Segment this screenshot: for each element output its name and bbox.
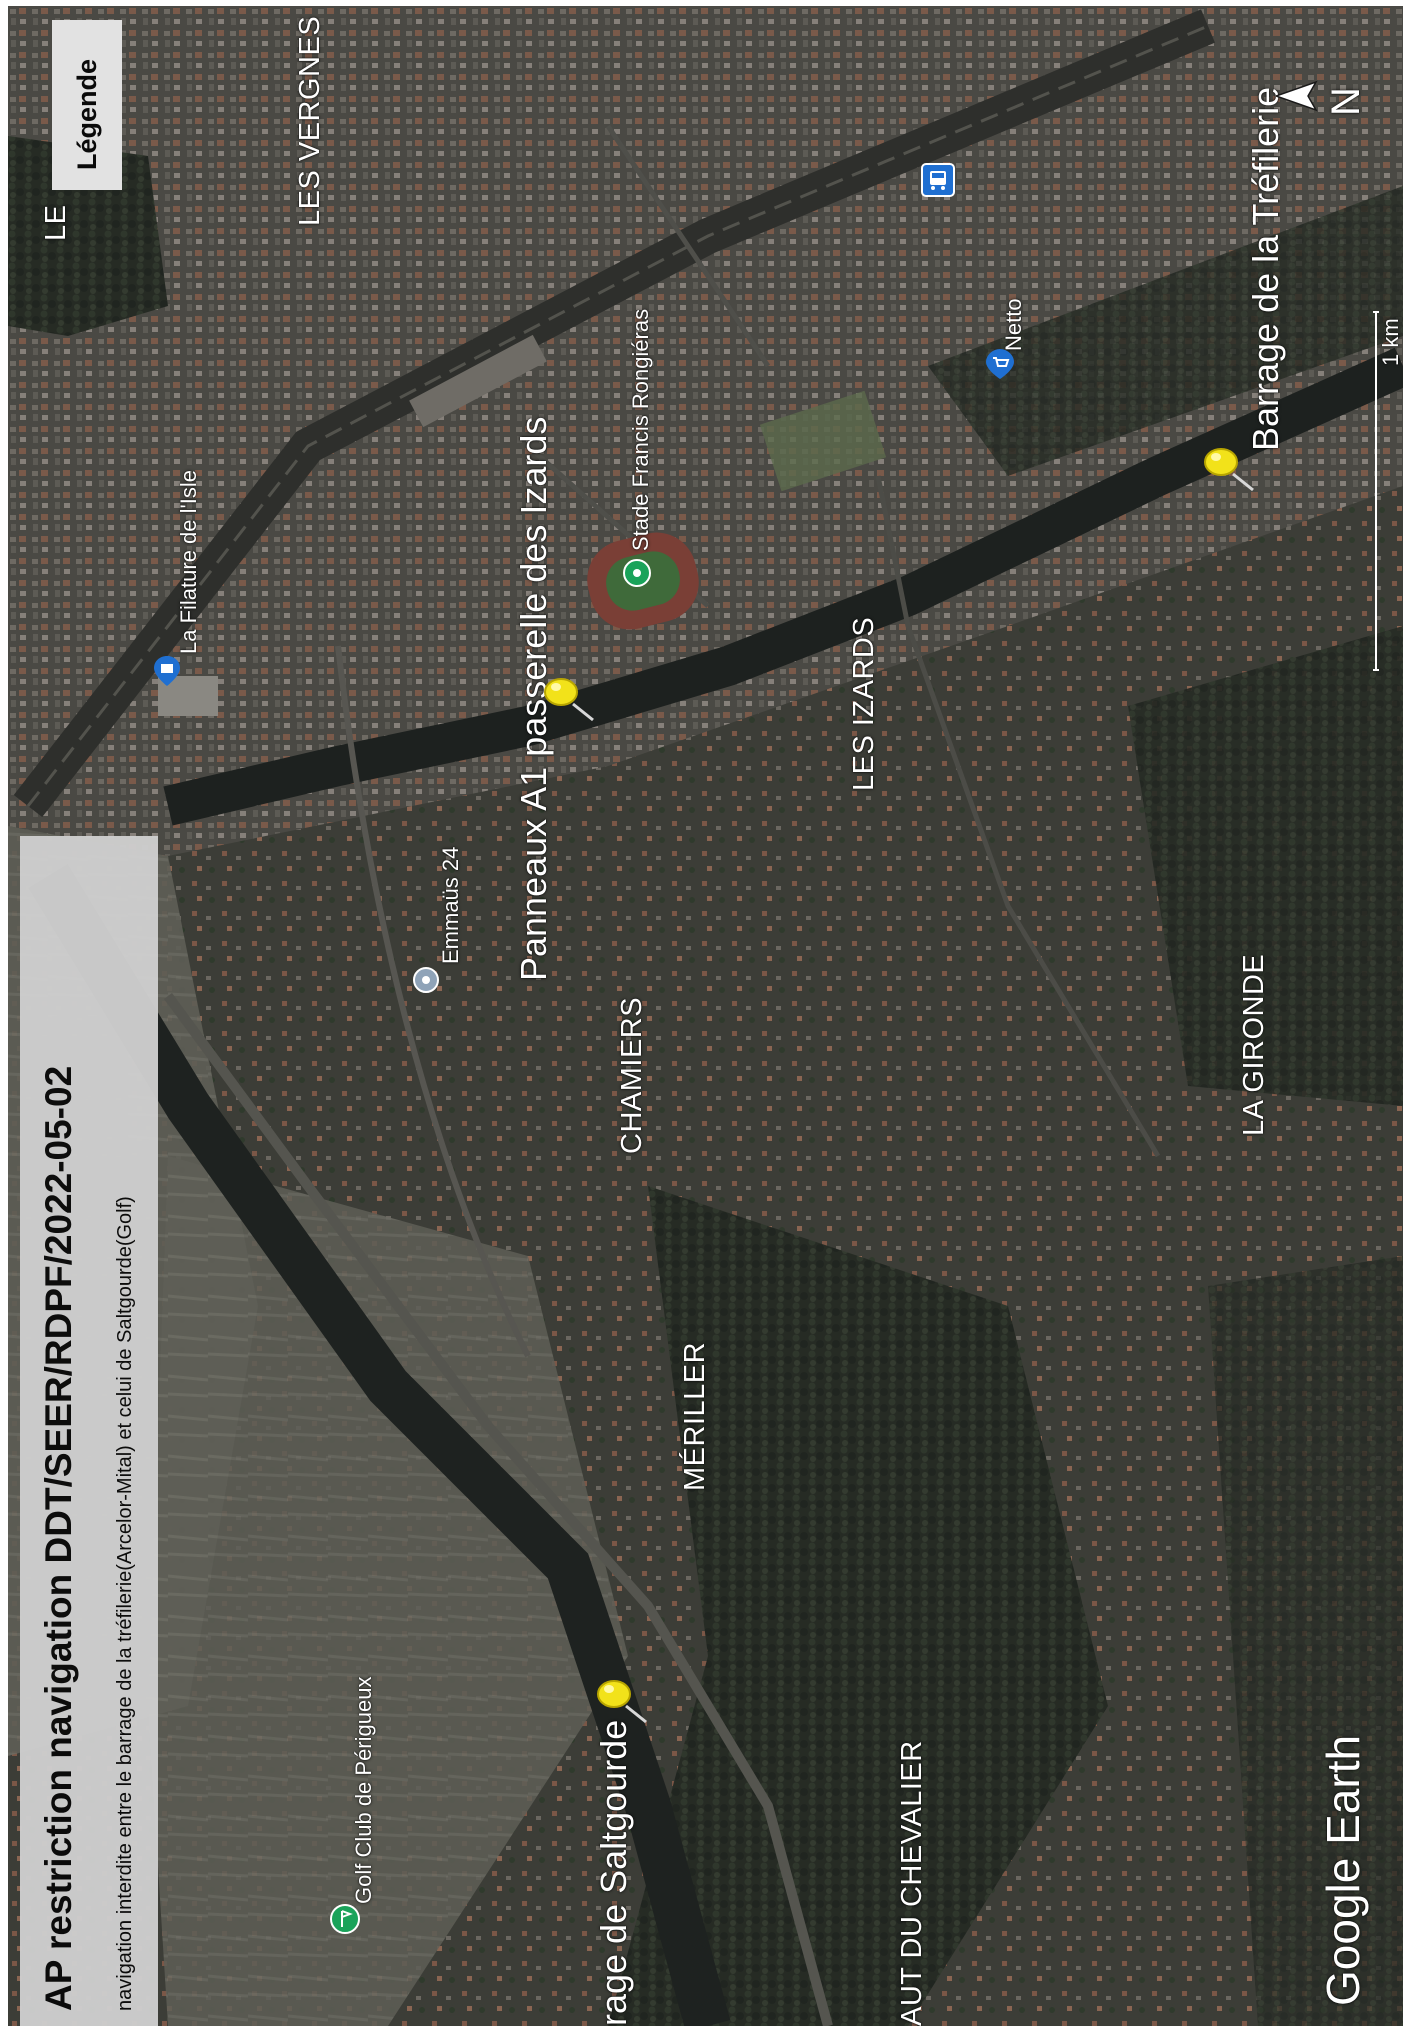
shop-icon — [154, 656, 180, 686]
title-box: AP restriction navigation DDT/SEER/RDPF/… — [20, 836, 158, 2026]
scale-label: 1 km — [1378, 318, 1403, 366]
marker-label-trefilerie: Barrage de la Tréfilerie — [1245, 86, 1286, 451]
poi-label-stade: Stade Francis Rongiéras — [628, 308, 653, 551]
place-label-les-izards: LES IZARDS — [848, 616, 880, 791]
north-label: N — [1324, 87, 1368, 116]
place-label-le: LE — [40, 204, 72, 241]
place-label-chevalier: AUT DU CHEVALIER — [896, 1740, 928, 2026]
place-label-la-gironde: LA GIRONDE — [1238, 953, 1270, 1136]
legend-box[interactable]: Légende — [52, 20, 122, 190]
yellow-pushpin-icon[interactable] — [1203, 444, 1259, 496]
poi-label-netto: Netto — [1001, 298, 1026, 351]
shopping-cart-icon — [986, 349, 1014, 379]
legend-label: Légende — [72, 58, 102, 170]
scale-bar — [1373, 311, 1379, 671]
google-earth-logo: Google Earth — [1317, 1734, 1369, 2006]
map-title: AP restriction navigation DDT/SEER/RDPF/… — [38, 1065, 79, 2011]
stadium-icon — [623, 559, 651, 587]
place-label-les-vergnes: LES VERGNES — [294, 15, 326, 226]
poi-label-golf: Golf Club de Périgueux — [351, 1676, 376, 1904]
map-sheet: LE LES VERGNES LES IZARDS CHAMIERS LA GI… — [8, 6, 1403, 2026]
yellow-pushpin-icon[interactable] — [543, 674, 599, 726]
place-icon — [413, 967, 439, 993]
north-arrow-icon — [1276, 80, 1318, 112]
marker-label-saltgourde: rage de Saltgourde — [593, 1719, 634, 2026]
poi-label-emmaus: Emmaüs 24 — [438, 846, 463, 964]
golf-icon — [330, 1904, 360, 1934]
satellite-imagery — [8, 6, 1403, 2026]
place-label-chamiers: CHAMIERS — [616, 996, 648, 1154]
map-subtitle: navigation interdite entre le barrage de… — [114, 1196, 136, 2011]
bus-station-icon — [921, 163, 955, 197]
poi-label-filature: La Filature de l'Isle — [176, 470, 201, 654]
place-label-meriller: MÉRILLER — [679, 1341, 711, 1491]
yellow-pushpin-icon[interactable] — [596, 1676, 652, 1728]
